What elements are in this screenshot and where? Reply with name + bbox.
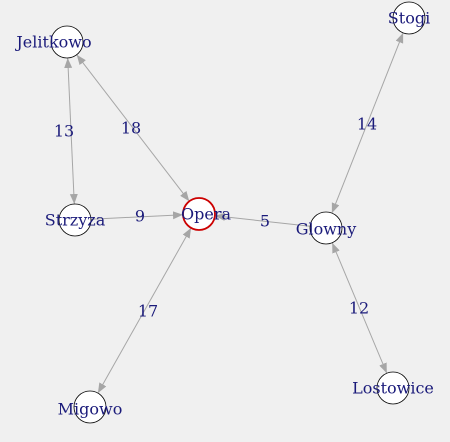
nodes-layer (50, 1, 426, 424)
node-opera (182, 197, 216, 231)
edge-labels-layer: 13 18 9 5 14 17 12 (54, 115, 377, 321)
edge-weight-strzyza-opera: 9 (135, 207, 145, 226)
edge-strzyza-opera (90, 211, 184, 220)
node-migowo (73, 390, 107, 424)
node-label-opera: Opera (181, 205, 231, 224)
node-jelitkowo (50, 25, 84, 59)
edge-jelitkowo-opera (76, 54, 190, 202)
node-glowny (309, 211, 343, 245)
node-stogi (392, 1, 426, 35)
node-lostowice (376, 371, 410, 405)
edge-glowny-opera (214, 212, 311, 227)
edge-weight-glowny-lostowice: 12 (349, 299, 369, 318)
edges-layer (64, 32, 404, 394)
node-label-glowny: Glowny (296, 220, 357, 239)
edge-weight-glowny-opera: 5 (260, 212, 270, 231)
edge-weight-jelitkowo-strzyza: 13 (54, 122, 74, 141)
edge-opera-migowo (97, 227, 192, 394)
edge-weight-stogi-glowny: 14 (357, 115, 377, 134)
edge-stogi-glowny (331, 32, 404, 214)
node-label-migowo: Migowo (58, 400, 123, 419)
node-label-jelitkowo: Jelitkowo (14, 33, 91, 52)
edge-weight-jelitkowo-opera: 18 (121, 119, 141, 138)
node-strzyza (58, 203, 92, 237)
edge-glowny-lostowice (331, 242, 388, 374)
edge-jelitkowo-strzyza (64, 57, 78, 205)
node-label-stogi: Stogi (388, 9, 430, 28)
node-label-lostowice: Lostowice (352, 379, 434, 398)
node-label-strzyza: Strzyza (45, 211, 106, 230)
edge-weight-opera-migowo: 17 (138, 302, 158, 321)
